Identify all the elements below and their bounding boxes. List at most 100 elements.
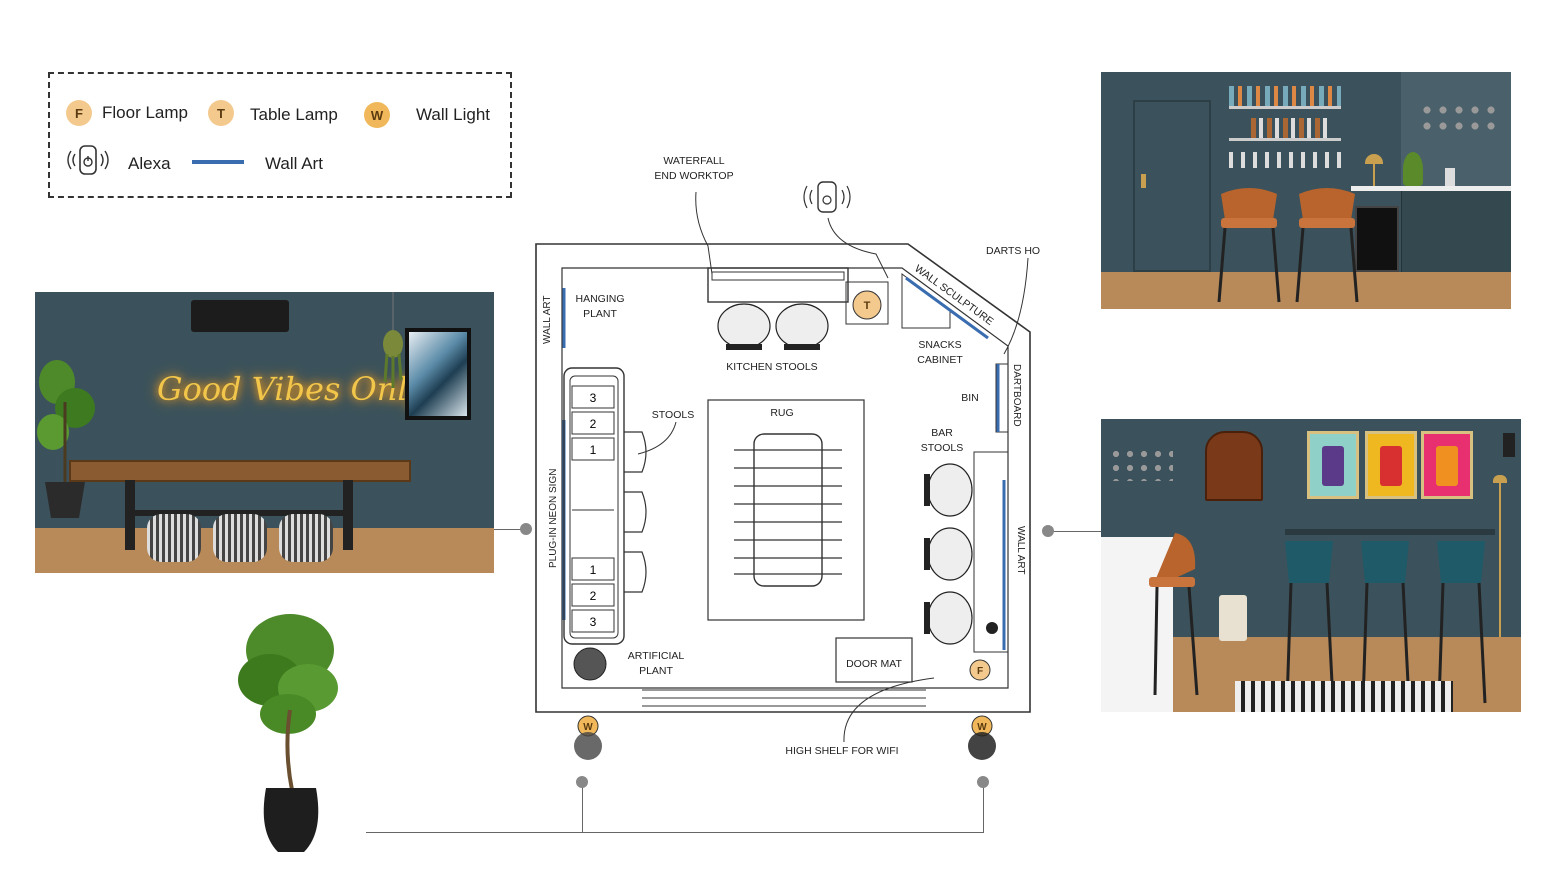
label-waterfall-line2: END WORKTOP <box>654 170 733 182</box>
wall-light-letter: W <box>977 722 987 733</box>
label-rug: RUG <box>770 407 793 419</box>
artificial-plant-icon <box>573 647 607 681</box>
pouf-seat <box>213 514 267 562</box>
floor-lamp-marker <box>969 659 991 681</box>
svg-text:3: 3 <box>590 391 597 405</box>
framed-art-print <box>405 328 471 420</box>
dartboard <box>995 363 1009 433</box>
door-mat <box>835 637 913 683</box>
table-lamp-letter: T <box>864 300 871 312</box>
stool <box>624 491 647 533</box>
bar-ledge <box>1285 529 1495 535</box>
label-hanging-plant-line1: HANGING <box>575 293 624 305</box>
svg-text:2: 2 <box>590 589 597 603</box>
svg-text:3: 3 <box>590 615 597 629</box>
bar-stool <box>924 591 973 645</box>
moodboard-top-right-bar <box>1101 72 1511 309</box>
label-darts: DARTS HO <box>986 245 1040 257</box>
air-conditioner-unit <box>191 300 289 332</box>
bench-score-box: 3 <box>571 609 615 633</box>
connector-line <box>983 784 984 832</box>
bench-score-box: 1 <box>571 437 615 461</box>
white-counter <box>1101 537 1173 712</box>
leader-line <box>637 421 677 455</box>
leader-line <box>695 191 713 275</box>
legend-label-wall-light: Wall Light <box>416 105 491 124</box>
wall-light-letter: W <box>583 722 593 733</box>
leader-line <box>1003 257 1029 355</box>
floor-plan: T 3 2 1 1 2 3 F W W <box>535 155 1040 760</box>
svg-text:1: 1 <box>590 563 597 577</box>
bottle-shelf <box>1229 106 1341 109</box>
foosball-table <box>753 433 823 587</box>
connector-line <box>494 529 526 530</box>
wall-plant-icon <box>968 732 996 760</box>
moodboard-left-wall: Good Vibes Only <box>35 292 494 573</box>
legend-label-floor-lamp: Floor Lamp <box>102 103 188 122</box>
alexa-device <box>1445 168 1455 186</box>
kitchen-cabinet <box>1401 191 1511 272</box>
label-dartboard: DARTBOARD <box>1011 364 1022 427</box>
label-waterfall-line1: WATERFALL <box>663 155 724 167</box>
bar-stool <box>924 463 973 517</box>
connector-line <box>1054 531 1101 532</box>
wine-fridge <box>1355 206 1399 272</box>
wall-light-badge-icon: W <box>364 102 390 128</box>
label-neon-sign: PLUG-IN NEON SIGN <box>548 469 559 568</box>
bar-ledge <box>973 451 1009 653</box>
wall-mirror-decor <box>1109 447 1173 481</box>
label-kitchen-stools: KITCHEN STOOLS <box>726 361 817 373</box>
label-bar-stools-line2: STOOLS <box>921 442 963 454</box>
bar-stool-copper <box>1149 533 1199 696</box>
speaker <box>1503 433 1515 457</box>
pouf-seat <box>279 514 333 562</box>
table-lamp-badge-icon: T <box>208 100 234 126</box>
label-door-mat: DOOR MAT <box>846 658 902 670</box>
pouf-seat <box>147 514 201 562</box>
connector-dot <box>977 776 989 788</box>
dartboard-cabinet <box>1205 431 1263 501</box>
bench-score-box: 2 <box>571 411 615 435</box>
wall-sculpture-marker <box>905 276 989 340</box>
pop-art-poster <box>1365 431 1417 499</box>
legend-label-wall-art: Wall Art <box>265 154 323 173</box>
connector-dot <box>520 523 532 535</box>
bench-score-box: 3 <box>571 385 615 409</box>
door <box>1133 100 1211 272</box>
shuffleboard-table <box>69 460 411 482</box>
label-stools: STOOLS <box>652 409 694 421</box>
label-snacks-line2: CABINET <box>917 354 963 366</box>
label-wall-sculpture: WALL SCULPTURE <box>912 263 995 328</box>
bar-stool <box>924 527 973 581</box>
wall-art-line-icon <box>192 160 244 164</box>
leader-line <box>827 217 889 279</box>
neon-sign-good-vibes: Good Vibes Only <box>157 370 426 408</box>
striped-rug <box>1235 681 1453 712</box>
floor-lamp-letter: F <box>977 666 983 677</box>
bench-score-box: 2 <box>571 583 615 607</box>
moodboard-bottom-right-bar <box>1101 419 1521 712</box>
label-artificial-plant-line1: ARTIFICIAL <box>628 650 685 662</box>
pop-art-poster <box>1421 431 1473 499</box>
table-lamp-marker <box>852 290 882 320</box>
small-plant-icon <box>986 622 998 634</box>
svg-text:1: 1 <box>590 443 597 457</box>
pop-art-poster <box>1307 431 1359 499</box>
connector-dot <box>1042 525 1054 537</box>
label-wall-art-left: WALL ART <box>542 295 553 344</box>
floor-lamp <box>1499 477 1501 637</box>
connector-line <box>366 832 984 833</box>
potted-tree-icon <box>238 614 338 852</box>
fiddle-leaf-plant-icon <box>37 360 95 518</box>
bench-score-box: 1 <box>571 557 615 581</box>
label-high-shelf: HIGH SHELF FOR WIFI <box>785 745 898 757</box>
hanging-plant-icon <box>383 292 403 388</box>
label-snacks-line1: SNACKS <box>918 339 961 351</box>
potted-plant <box>1403 152 1423 186</box>
legend-box: F Floor Lamp T Table Lamp W Wall Light A… <box>48 72 512 198</box>
table-lamp <box>1365 154 1383 164</box>
label-hanging-plant-line2: PLANT <box>583 308 617 320</box>
floor-lamp-badge-icon: F <box>66 100 92 126</box>
rug <box>707 399 865 621</box>
pedal-bin <box>1219 595 1247 641</box>
